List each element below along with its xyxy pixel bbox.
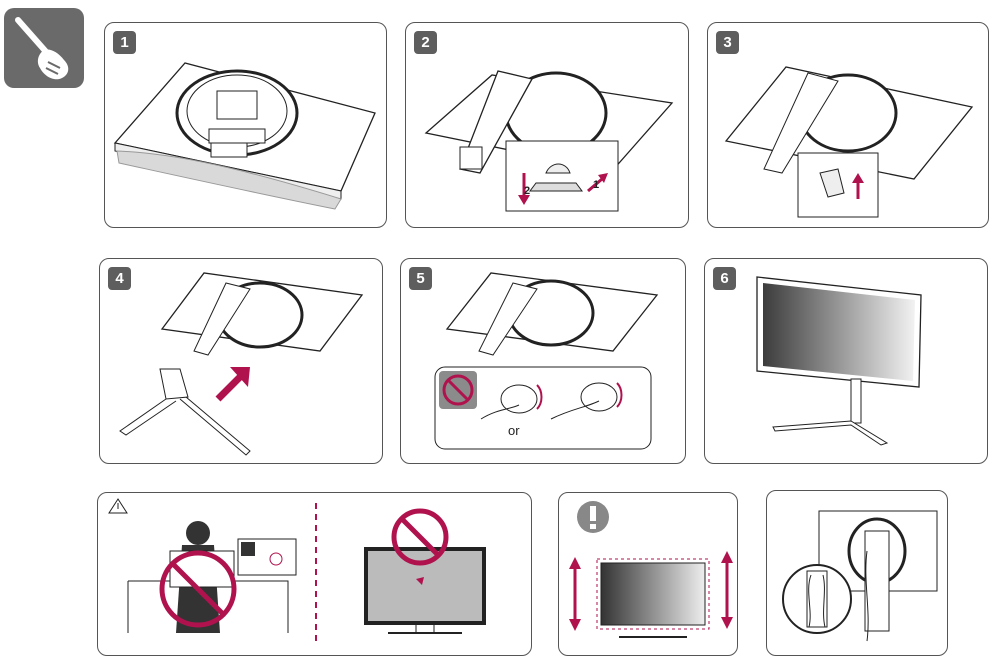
- cable-management-panel: [766, 490, 948, 656]
- step-number: 3: [716, 31, 739, 54]
- step-1-panel: 1: [104, 22, 387, 228]
- step-6-panel: 6: [704, 258, 988, 464]
- step-1-illustration: [113, 62, 376, 210]
- step-number: 1: [113, 31, 136, 54]
- arrow-label-2: 2: [524, 185, 531, 197]
- caution-panel: [97, 492, 532, 656]
- caution-illustration: [108, 498, 486, 643]
- note-illustration: [569, 501, 733, 638]
- step-5-panel: 5 or: [400, 258, 686, 464]
- step-number: 4: [108, 267, 131, 290]
- exclamation-icon: [577, 501, 609, 533]
- note-panel: [558, 492, 738, 656]
- step-2-illustration: [424, 70, 674, 212]
- step-2-panel: 2 2 1: [405, 22, 689, 228]
- step-3-illustration: [724, 66, 974, 218]
- step-4-panel: 4: [99, 258, 383, 464]
- step-number: 6: [713, 267, 736, 290]
- arrow-label-1: 1: [593, 179, 600, 191]
- screwdriver-hand-icon: [4, 8, 84, 88]
- prohibited-icon: [442, 374, 474, 406]
- step-3-panel: 3: [707, 22, 989, 228]
- step-number: 5: [409, 267, 432, 290]
- step-number: 2: [414, 31, 437, 54]
- step-4-illustration: [119, 272, 364, 456]
- or-label: or: [508, 423, 520, 438]
- cable-illustration: [782, 510, 938, 642]
- step-6-illustration: [756, 276, 922, 446]
- warning-triangle-icon: [108, 498, 128, 514]
- step-5-illustration: [434, 272, 659, 450]
